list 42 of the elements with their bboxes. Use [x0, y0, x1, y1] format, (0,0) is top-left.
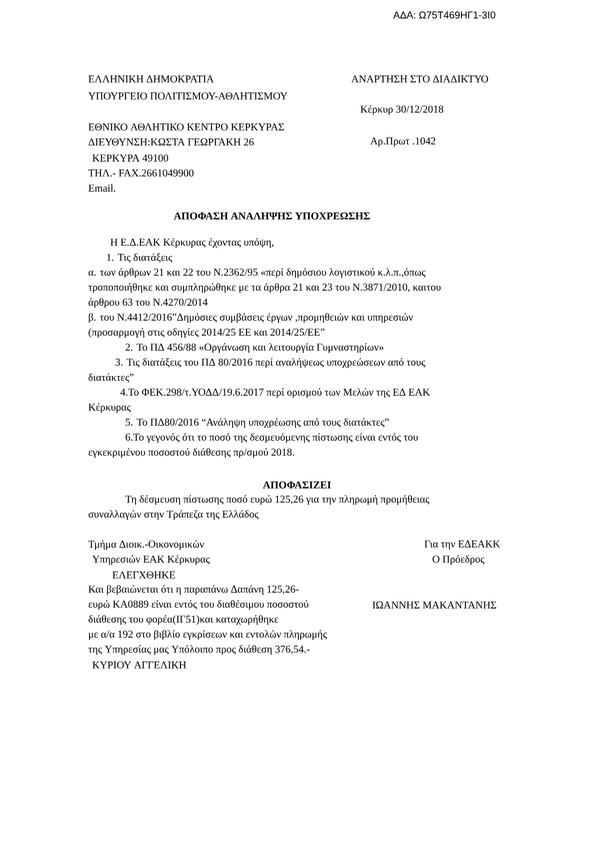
header-line: ΤΗΛ.- FAX.2661049900 [88, 169, 194, 177]
body-line: 1. Τις διατάξεις [107, 253, 172, 263]
header-line: ΔΙΕΥΘΥΝΣΗ:ΚΩΣΤΑ ΓΕΩΡΓΑΚΗ 26 [88, 138, 254, 146]
header-line: ΥΠΟΥΡΓΕΙΟ ΠΟΛΙΤΙΣΜΟΥ-ΑΘΛΗΤΙΣΜΟΥ [88, 92, 288, 100]
signature-line: ΕΛΕΓΧΘΗΚΕ [112, 571, 175, 579]
header-line: ΑΝΑΡΤΗΣΗ ΣΤΟ ΔΙΑΔΙΚΤΥΟ [351, 75, 488, 83]
header-line: ΕΛΛΗΝΙΚΗ ΔΗΜΟΚΡΑΤΙΑ [88, 75, 214, 83]
body-line: α. των άρθρων 21 και 22 του Ν.2362/95 «περί δημόσιου λογιστικού κ.λ.π.,όπως [88, 268, 426, 278]
header-line: ΕΘΝΙΚΟ ΑΘΛΗΤΙΚΟ ΚΕΝΤΡΟ ΚΕΡΚΥΡΑΣ [88, 123, 284, 131]
body-line: (προσαρμογή στις οδηγίες 2014/25 ΕΕ και 2014/25/ΕΕ” [88, 328, 324, 338]
date-line: Κέρκυρ 30/12/2018 [360, 105, 444, 115]
document-code: ΑΔΑ: Ω75Τ469ΗΓ1-3Ι0 [393, 11, 496, 19]
body-line: 4.Το ΦΕΚ.298/τ.ΥΟΔΔ/19.6.2017 περί ορισμού των Μελών της ΕΔ ΕΑΚ [120, 388, 430, 398]
signature-line: Υπηρεσιών ΕΑΚ Κέρκυρας [92, 555, 210, 565]
body-line: άρθρου 63 του Ν.4270/2014 [88, 298, 208, 308]
body-line: διάθεσης του φορέα(ΙΓ51)και καταχωρήθηκε [88, 615, 278, 625]
signature-line: Ο Πρόεδρος [432, 555, 484, 565]
body-line: τροποποιήθηκε και συμπληρώθηκε με τα άρθρα 21 και 23 του Ν.3871/2010, καιτου [88, 283, 441, 293]
body-line: 2. Το ΠΔ 456/88 «Οργάνωση και λειτουργία Γυμναστηρίων» [126, 343, 384, 353]
body-line: της Υπηρεσίας μας Υπόλοιπο προς διάθεση 376,54.- [88, 645, 310, 655]
protocol-number: Αρ.Πρωτ .1042 [370, 137, 436, 147]
body-line: Και βεβαιώνεται ότι η παραπάνω Δαπάνη 125,26- [88, 585, 299, 595]
signature-name: ΚΥΡΙΟΥ ΑΓΓΕΛΙΚΗ [92, 661, 186, 669]
header-line: Email. [88, 184, 116, 192]
body-line: Κέρκυρας [88, 403, 131, 413]
body-line: 5. Το ΠΔ80/2016 “Ανάληψη υποχρέωσης από τους διατάκτες” [126, 418, 389, 428]
signature-line: Για την ΕΔΕΑΚΚ [424, 540, 500, 550]
body-line: με α/α 192 στο βιβλίο εγκρίσεων και εντολών πληρωμής [89, 630, 327, 640]
body-line: συναλλαγών στην Τράπεζα της Ελλάδος [88, 510, 258, 520]
body-line: Η Ε.Δ.ΕΑΚ Κέρκυρας έχοντας υπόψη, [110, 238, 274, 248]
section-heading: ΑΠΟΦΑΣΙΖΕΙ [262, 481, 331, 489]
body-line: εγκεκριμένου ποσοστού διάθεσης πρ/σμού 2018. [88, 448, 294, 458]
signature-name: ΙΩΑΝΝΗΣ ΜΑΚΑΝΤΑΝΗΣ [372, 602, 496, 608]
signature-line: Τμήμα Διοικ.-Οικονομικών [88, 540, 204, 550]
body-line: β. του Ν.4412/2016”Δημόσιες συμβάσεις έργων ,προμηθειών και υπηρεσιών [88, 313, 413, 323]
body-line: 3. Τις διατάξεις του ΠΔ 80/2016 περί αναλήψεως υποχρεώσεων από τους [116, 358, 426, 368]
body-line: ευρώ ΚΑ0889 είναι εντός του διαθέσιμου ποσοστού [88, 600, 308, 610]
body-line: διατάκτες” [88, 373, 134, 383]
body-line: 6.Το γεγονός ότι το ποσό της δεσμευόμενης πίστωσης είναι εντός του [126, 433, 418, 443]
header-line: ΚΕΡΚΥΡΑ 49100 [92, 154, 168, 162]
body-line: Τη δέσμευση πίστωσης ποσό ευρώ 125,26 για την πληρωμή προμήθειας [125, 495, 430, 505]
document-title: ΑΠΟΦΑΣΗ ΑΝΑΛΗΨΗΣ ΥΠΟΧΡΕΩΣΗΣ [174, 212, 370, 220]
